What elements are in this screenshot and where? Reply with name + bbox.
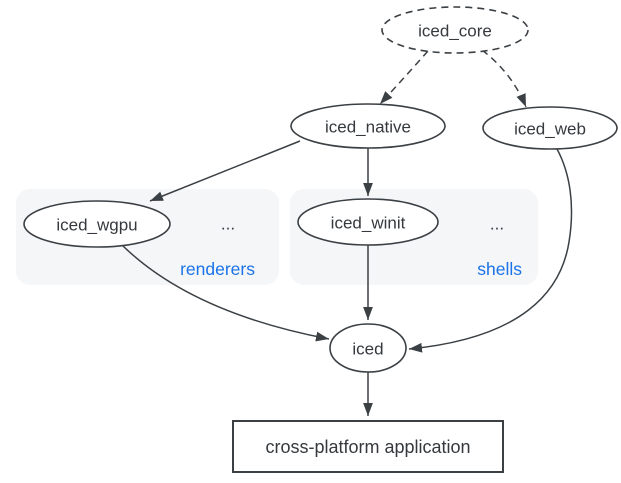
node-iced-wgpu: iced_wgpu xyxy=(23,200,171,248)
iced-core-label: iced_core xyxy=(418,22,492,41)
renderers-ellipsis: ... xyxy=(221,215,235,234)
iced-native-ellipse xyxy=(290,103,446,149)
edge-core-to-web xyxy=(481,49,527,108)
iced-wgpu-ellipse xyxy=(23,200,171,248)
iced-label: iced xyxy=(352,340,383,359)
application-rect xyxy=(232,420,504,473)
node-iced-native: iced_native xyxy=(290,103,446,149)
renderers-group-label: renderers xyxy=(180,259,255,279)
shells-ellipsis: ... xyxy=(490,215,504,234)
edge-core-to-native xyxy=(379,50,429,105)
iced-web-label: iced_web xyxy=(514,120,586,139)
edge-wgpu-to-iced xyxy=(121,244,330,342)
iced-winit-ellipse xyxy=(297,198,439,246)
iced-core-ellipse xyxy=(381,6,529,54)
iced-wgpu-label: iced_wgpu xyxy=(56,216,137,235)
node-iced-winit: iced_winit xyxy=(297,198,439,246)
shells-group-label: shells xyxy=(477,259,522,279)
node-iced: iced xyxy=(329,323,407,373)
iced-web-ellipse xyxy=(482,106,618,150)
node-iced-core: iced_core xyxy=(381,6,529,54)
application-label: cross-platform application xyxy=(265,437,470,457)
edge-web-to-iced xyxy=(408,148,573,353)
iced-winit-label: iced_winit xyxy=(331,214,406,233)
node-application: cross-platform application xyxy=(232,420,504,473)
iced-native-label: iced_native xyxy=(325,118,411,137)
node-iced-web: iced_web xyxy=(482,106,618,150)
edge-native-to-wgpu xyxy=(149,140,301,202)
iced-ellipse xyxy=(329,323,407,373)
